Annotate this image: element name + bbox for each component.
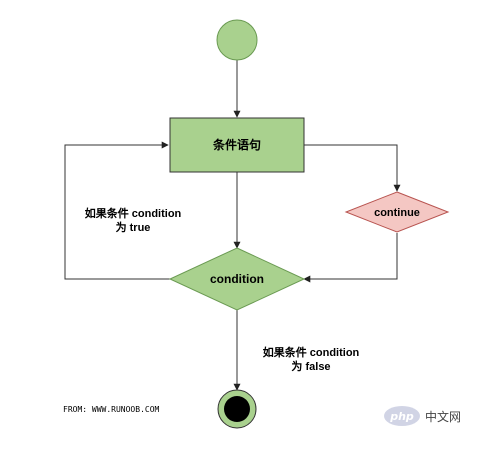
php-logo-icon bbox=[384, 406, 420, 426]
php-logo-text: php bbox=[389, 410, 414, 423]
statement-label: 条件语句 bbox=[212, 137, 261, 152]
statement-box bbox=[169, 117, 305, 173]
start-node bbox=[216, 19, 258, 61]
watermark-text: 中文网 bbox=[425, 409, 461, 424]
false-label-line1: 如果条件 condition bbox=[263, 345, 360, 359]
true-label-line1: 如果条件 condition bbox=[85, 206, 182, 220]
true-label-line2: 为 true bbox=[116, 220, 151, 234]
edge-statement-to-continue bbox=[304, 144, 401, 192]
condition-label: condition bbox=[210, 272, 264, 286]
continue-diamond bbox=[344, 191, 450, 233]
condition-diamond bbox=[168, 247, 306, 311]
php-watermark: php 中文网 bbox=[384, 406, 461, 426]
continue-label: continue bbox=[374, 207, 420, 219]
source-credit: FROM: WWW.RUNOOB.COM bbox=[63, 405, 160, 414]
false-label-line2: 为 false bbox=[291, 359, 330, 373]
edge-true-loop bbox=[64, 141, 170, 280]
edge-continue-to-condition bbox=[303, 233, 398, 283]
end-node-inner bbox=[224, 396, 250, 422]
